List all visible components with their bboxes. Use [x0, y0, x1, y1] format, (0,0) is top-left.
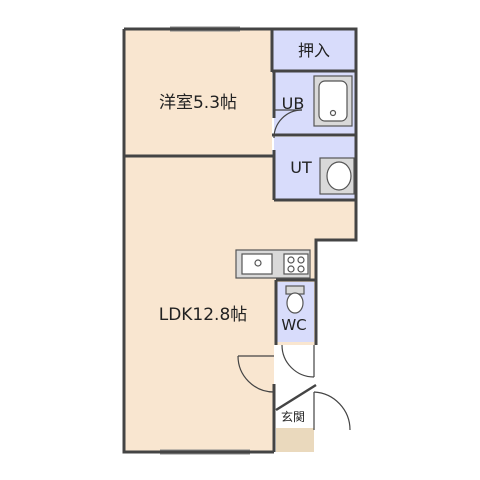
ldk-room [124, 156, 356, 452]
bath-label: UB [282, 94, 305, 113]
entrance-label: 玄関 [281, 409, 305, 424]
bathtub-icon [313, 75, 353, 127]
washer-icon [319, 157, 355, 195]
kitchen-counter-icon [235, 249, 311, 279]
walls [122, 27, 358, 454]
door-swings [237, 109, 351, 431]
closet-label: 押入 [298, 41, 330, 60]
toilet-icon [285, 285, 305, 314]
utility-label: UT [290, 158, 312, 177]
closet [272, 29, 356, 71]
windows [160, 26, 250, 455]
toilet-label: WC [281, 316, 306, 334]
western-room-label: 洋室5.3帖 [159, 93, 237, 113]
entrance-floor [276, 428, 314, 452]
western-room [124, 29, 272, 156]
ldk-room-label: LDK12.8帖 [159, 305, 248, 325]
